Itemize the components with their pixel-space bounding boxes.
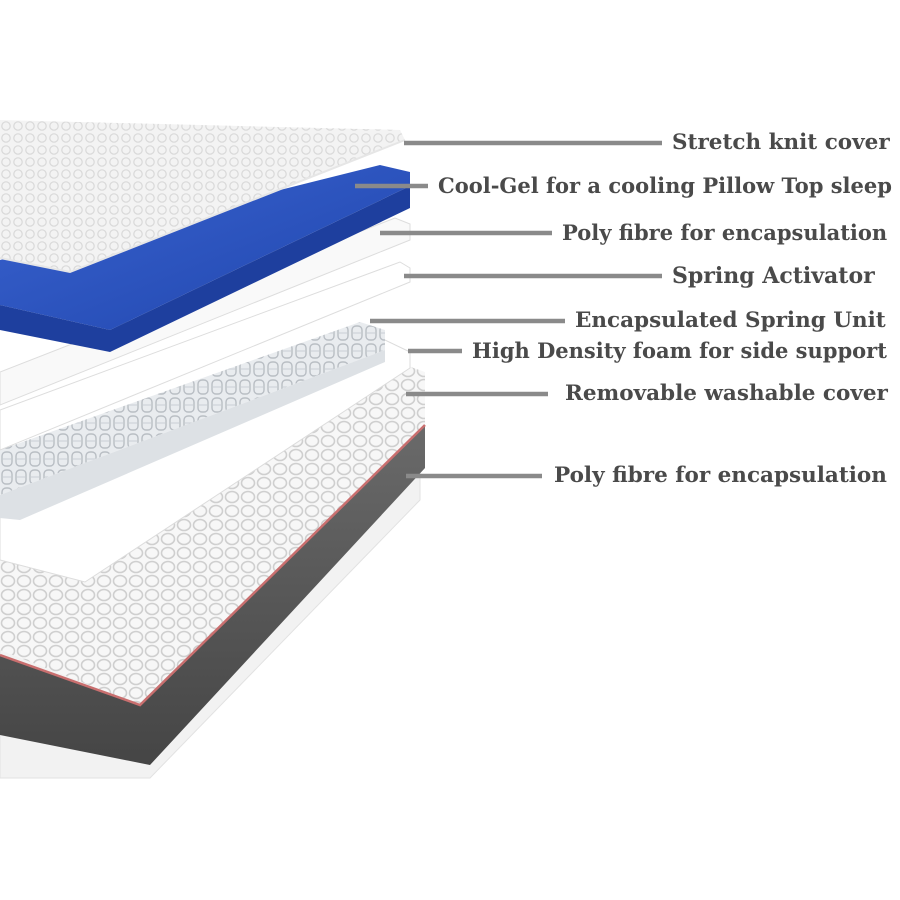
label-poly-fibre-upper: Poly fibre for encapsulation: [562, 220, 888, 245]
label-encapsulated-spring-unit: Encapsulated Spring Unit: [575, 308, 886, 333]
label-removable-washable-cover: Removable washable cover: [565, 381, 888, 406]
leader-lines: [355, 140, 662, 479]
cool-gel-layer-top: [0, 165, 410, 330]
cool-gel-layer-front: [0, 186, 410, 352]
label-stretch-knit-cover: Stretch knit cover: [672, 130, 890, 155]
cover-block-quilted-side: [0, 395, 425, 705]
knit-cover-edge: [0, 139, 406, 274]
label-poly-fibre-lower: Poly fibre for encapsulation: [554, 463, 887, 488]
cover-piping: [0, 424, 426, 707]
label-cool-gel: Cool-Gel for a cooling Pillow Top sleep: [438, 173, 892, 198]
spring-unit-front: [0, 350, 385, 520]
label-high-density-foam: High Density foam for side support: [472, 338, 887, 363]
spring-unit-top: [0, 322, 385, 495]
cover-block-grey-base: [0, 425, 425, 765]
stretch-knit-cover: [0, 120, 405, 272]
label-spring-activator: Spring Activator: [672, 263, 875, 289]
